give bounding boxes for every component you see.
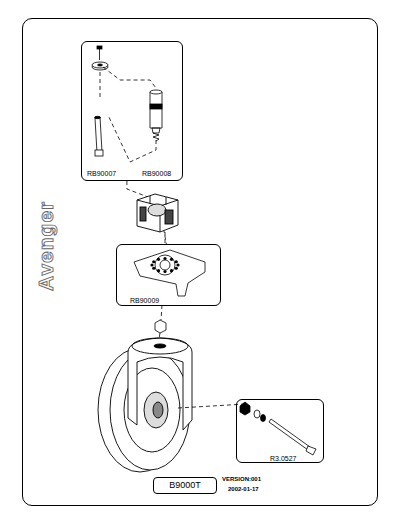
part-box: RB90007 RB90008 xyxy=(81,41,183,181)
screw xyxy=(92,46,108,70)
part-number: R3.0527 xyxy=(270,455,296,462)
part-number: RB90009 xyxy=(130,297,159,304)
sleeve xyxy=(150,90,162,141)
assembly-number-box: B9000T xyxy=(153,477,217,494)
top-plate xyxy=(134,250,205,296)
page-frame: Avenger RB90007 RB90008RB90009R3.0527B9000… xyxy=(22,18,378,506)
pin xyxy=(95,116,104,156)
part-box: R3.0527 xyxy=(236,399,324,463)
part-number: RB90007 xyxy=(87,170,116,177)
assembly-number: B9000T xyxy=(169,481,201,490)
version-label: VERSION:001 xyxy=(222,476,261,482)
date-label: 2002-01-17 xyxy=(228,486,259,492)
part-box: RB90009 xyxy=(116,244,221,306)
caster-wheel xyxy=(98,338,192,472)
part-number: RB90008 xyxy=(142,170,171,177)
axle-bolt xyxy=(240,402,316,455)
product-name: Avenger xyxy=(35,201,56,291)
bearing-housing xyxy=(137,194,178,232)
